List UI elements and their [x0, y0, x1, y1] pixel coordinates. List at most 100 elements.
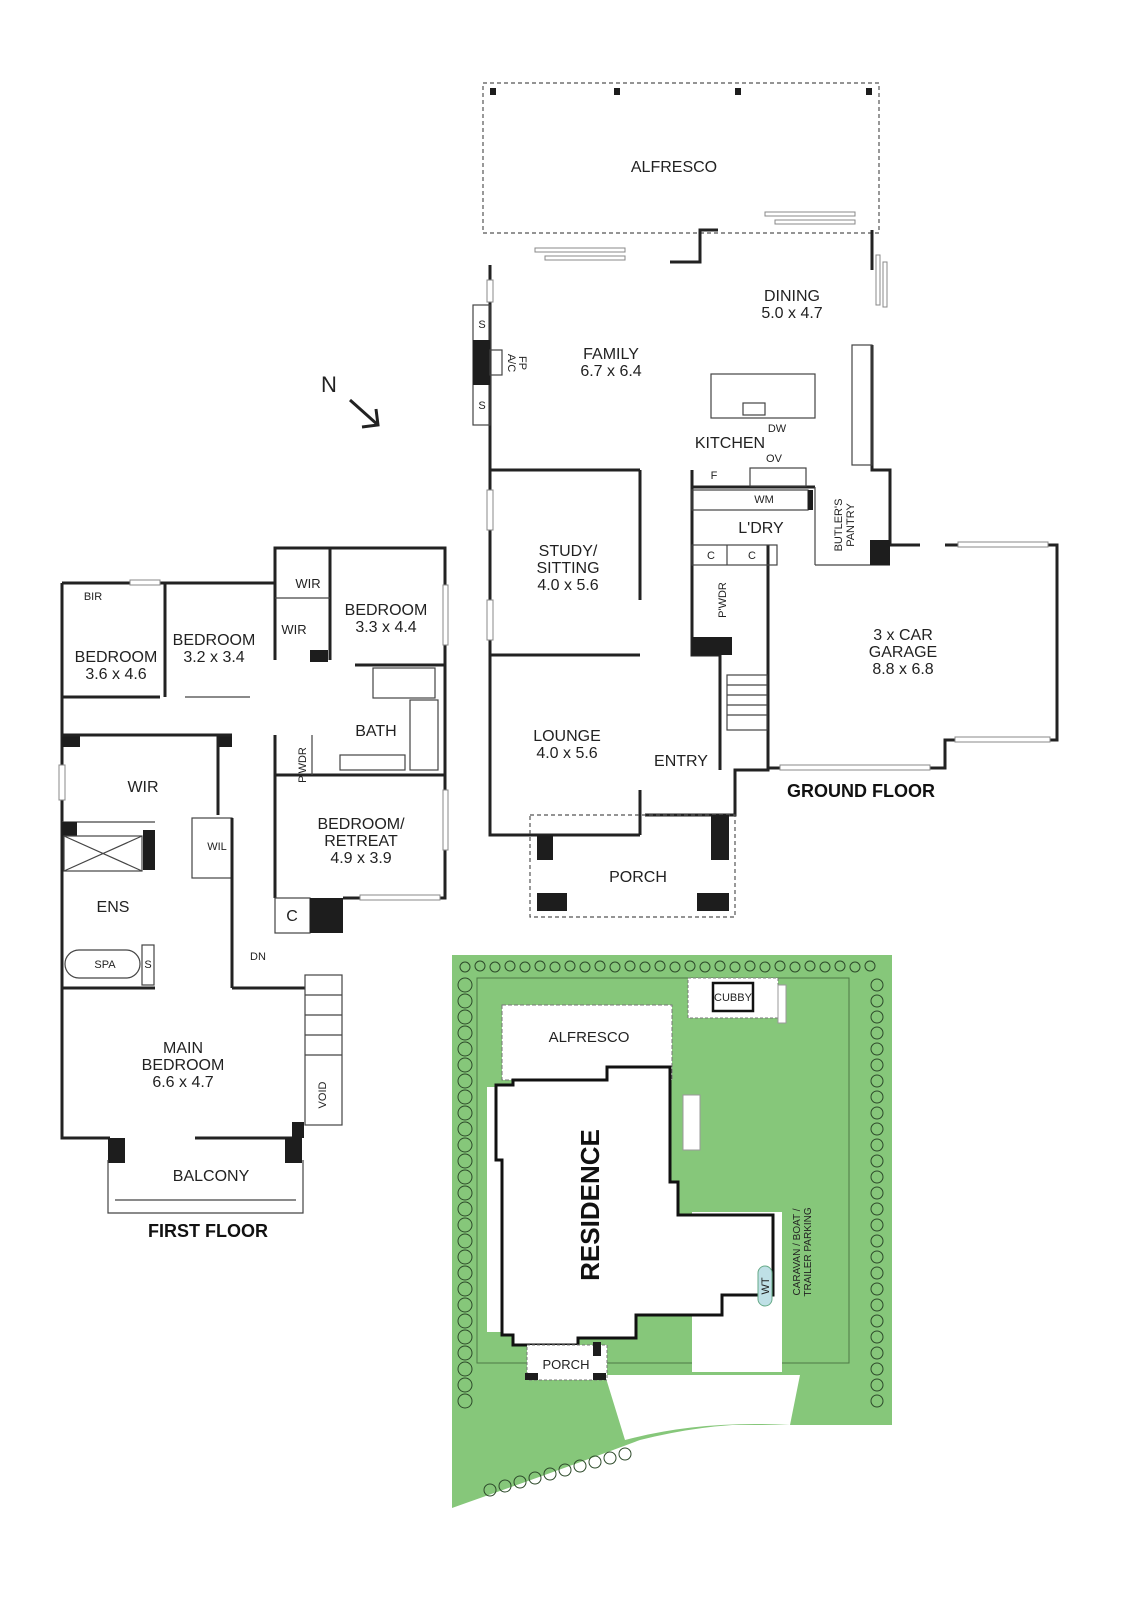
tree-icon	[870, 1266, 884, 1280]
tree-icon	[558, 1463, 572, 1477]
tree-icon	[457, 1249, 473, 1265]
room-label-butlers-pantry-2: PANTRY	[845, 503, 857, 547]
room-label-laundry: L'DRY	[738, 520, 784, 537]
stairs	[304, 974, 343, 1126]
cupboard-label: C	[286, 908, 298, 925]
tree-icon	[870, 1026, 884, 1040]
room-label-kitchen: KITCHEN	[695, 435, 765, 452]
tree-icon	[870, 1122, 884, 1136]
room-label-study-2: SITTING	[536, 560, 599, 577]
tree-icon	[870, 1090, 884, 1104]
room-label-bedroom-a: BEDROOM	[75, 649, 158, 666]
shelf-label: S	[478, 400, 485, 412]
room-size-garage: 8.8 x 6.8	[872, 661, 933, 678]
tree-icon	[870, 1154, 884, 1168]
room-label-porch: PORCH	[609, 869, 667, 886]
tree-icon	[870, 1138, 884, 1152]
tree-icon	[588, 1455, 602, 1469]
first-floor-title: FIRST FLOOR	[148, 1221, 268, 1241]
porch-outline	[529, 814, 736, 918]
room-label-main-bedroom: MAIN	[163, 1040, 203, 1057]
room-size-retreat: 4.9 x 3.9	[330, 850, 391, 867]
room-label-bir: BIR	[84, 591, 102, 603]
room-label-garage: 3 x CAR	[873, 627, 933, 644]
tree-icon	[870, 1074, 884, 1088]
tree-icon	[457, 1281, 473, 1297]
room-label-family: FAMILY	[583, 346, 639, 363]
tree-icon	[870, 1186, 884, 1200]
first-floor-plan: SPA S C DN VOID BIR BEDROOM 3.6 x 4.6 BE…	[58, 546, 449, 1241]
room-label-wir: WIR	[281, 622, 306, 637]
tree-icon	[744, 960, 756, 972]
kitchen-island	[710, 373, 816, 419]
room-size-study: 4.0 x 5.6	[537, 577, 598, 594]
cupboard-label: C	[707, 550, 715, 562]
tree-icon	[870, 1298, 884, 1312]
tree-icon	[834, 960, 846, 972]
water-tank-label: WT	[760, 1277, 772, 1294]
tree-icon	[457, 1121, 473, 1137]
room-size-dining: 5.0 x 4.7	[761, 305, 822, 322]
room-label-retreat-2: RETREAT	[324, 833, 398, 850]
ac-label: A/C	[505, 354, 517, 372]
room-label-balcony: BALCONY	[173, 1168, 250, 1185]
site-label-parking-2: TRAILER PARKING	[803, 1207, 814, 1296]
tree-icon	[457, 1201, 473, 1217]
tree-icon	[457, 1297, 473, 1313]
tree-icon	[457, 1105, 473, 1121]
tree-icon	[457, 1169, 473, 1185]
tree-icon	[457, 1265, 473, 1281]
down-label: DN	[250, 951, 266, 963]
tree-icon	[457, 1153, 473, 1169]
tree-icon	[474, 960, 486, 972]
tree-icon	[714, 960, 726, 972]
shelf-label: S	[478, 319, 485, 331]
room-size-lounge: 4.0 x 5.6	[536, 745, 597, 762]
ov-label: OV	[766, 453, 783, 465]
tree-icon	[870, 994, 884, 1008]
tree-icon	[639, 961, 651, 973]
water-tank	[757, 1265, 773, 1307]
room-label-dining: DINING	[764, 288, 820, 305]
tree-icon	[459, 961, 471, 973]
tree-icon	[819, 961, 831, 973]
tree-icon	[457, 1057, 473, 1073]
tree-icon	[564, 960, 576, 972]
north-label: N	[321, 372, 337, 397]
tree-icon	[870, 1378, 884, 1392]
tree-icon	[870, 1330, 884, 1344]
tree-icon	[513, 1475, 527, 1489]
tree-icon	[498, 1479, 512, 1493]
alfresco-outline	[482, 82, 880, 234]
tree-icon	[543, 1467, 557, 1481]
shower-label: S	[144, 959, 151, 971]
tree-icon	[579, 961, 591, 973]
tree-icon	[457, 1025, 473, 1041]
tree-icon	[870, 978, 884, 992]
tree-icon	[534, 960, 546, 972]
tree-icon	[549, 961, 561, 973]
tree-icon	[870, 1234, 884, 1248]
site-label-residence: RESIDENCE	[575, 1129, 605, 1281]
tree-icon	[870, 1058, 884, 1072]
tree-icon	[457, 1361, 473, 1377]
tree-icon	[684, 960, 696, 972]
room-label-bedroom-b: BEDROOM	[173, 632, 256, 649]
tree-icon	[519, 961, 531, 973]
tree-icon	[870, 1106, 884, 1120]
tree-icon	[457, 1137, 473, 1153]
tree-icon	[870, 1362, 884, 1376]
dw-label: DW	[768, 423, 787, 435]
room-size-main-bedroom: 6.6 x 4.7	[152, 1074, 213, 1091]
tree-icon	[624, 960, 636, 972]
cupboard-label: C	[748, 550, 756, 562]
tree-icon	[609, 961, 621, 973]
tree-icon	[457, 1345, 473, 1361]
tree-icon	[870, 1250, 884, 1264]
ground-floor-plan: S S A/C FP DW OV F WM C C	[472, 82, 1059, 918]
tree-icon	[870, 1394, 884, 1408]
room-size-family: 6.7 x 6.4	[580, 363, 641, 380]
tree-icon	[573, 1459, 587, 1473]
tree-icon	[457, 1313, 473, 1329]
